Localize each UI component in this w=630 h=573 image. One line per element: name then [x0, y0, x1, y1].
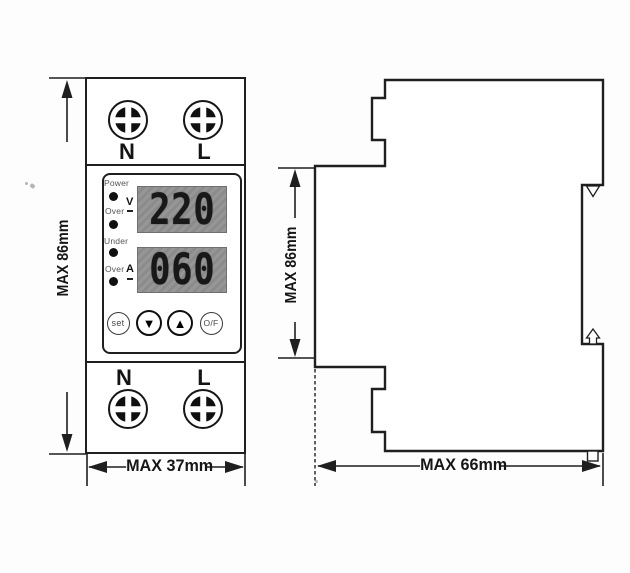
set-button: set [106, 311, 130, 335]
over-voltage-led-icon [108, 219, 118, 229]
top-line-label: L [197, 139, 211, 164]
power-led-label: Power [104, 178, 130, 188]
bottom-line-label: L [197, 365, 211, 390]
side-view-outline [313, 78, 605, 453]
over-current-led-label: Over [105, 264, 125, 274]
din-clip-top-triangle-icon [585, 185, 601, 198]
screw-head-icon [190, 396, 216, 422]
volt-unit-dash [127, 210, 133, 213]
side-height-dimension-lines [278, 167, 314, 359]
top-terminal-separator [85, 164, 246, 167]
din-clip-bottom-arrow-icon [585, 327, 601, 345]
amp-unit-dash [127, 278, 133, 281]
screw-head-icon [190, 107, 216, 133]
scan-speck [315, 480, 318, 483]
current-display: 060 [137, 247, 227, 293]
current-display-value: 060 [148, 247, 216, 293]
screw-head-icon [115, 396, 141, 422]
screw-head-icon [115, 107, 141, 133]
up-button: ▲ [167, 310, 193, 336]
top-neutral-label: N [119, 139, 135, 164]
side-depth-dimension-label: MAX 66mm [420, 455, 508, 474]
side-height-dimension-label: MAX 86mm [283, 226, 300, 304]
bottom-terminal-separator [85, 361, 246, 364]
up-arrow-icon: ▲ [173, 315, 187, 331]
down-arrow-icon: ▼ [142, 315, 156, 331]
front-width-dimension-label: MAX 37mm [126, 456, 214, 475]
screw-terminal-icon [183, 389, 223, 429]
power-led-icon [108, 191, 118, 201]
onoff-button: O/F [199, 311, 223, 335]
onoff-button-label: O/F [203, 318, 219, 328]
amp-unit-label: A [126, 263, 134, 275]
voltage-display: 220 [137, 186, 227, 233]
voltage-display-value: 220 [148, 186, 216, 233]
screw-terminal-icon [183, 100, 223, 140]
scan-speck [25, 182, 28, 185]
over-current-led-icon [108, 276, 118, 286]
over-voltage-led-label: Over [105, 206, 125, 216]
bottom-neutral-label: N [116, 365, 132, 390]
screw-terminal-icon [108, 100, 148, 140]
under-voltage-led-icon [108, 247, 118, 257]
set-button-label: set [111, 318, 125, 328]
volt-unit-label: V [126, 196, 134, 208]
front-height-dimension-label: MAX 86mm [55, 219, 72, 297]
under-voltage-led-label: Under [104, 236, 129, 246]
front-height-dimension-lines [49, 77, 86, 455]
down-button: ▼ [136, 310, 162, 336]
din-clip-bottom-tab-icon [586, 450, 599, 462]
screw-terminal-icon [108, 389, 148, 429]
